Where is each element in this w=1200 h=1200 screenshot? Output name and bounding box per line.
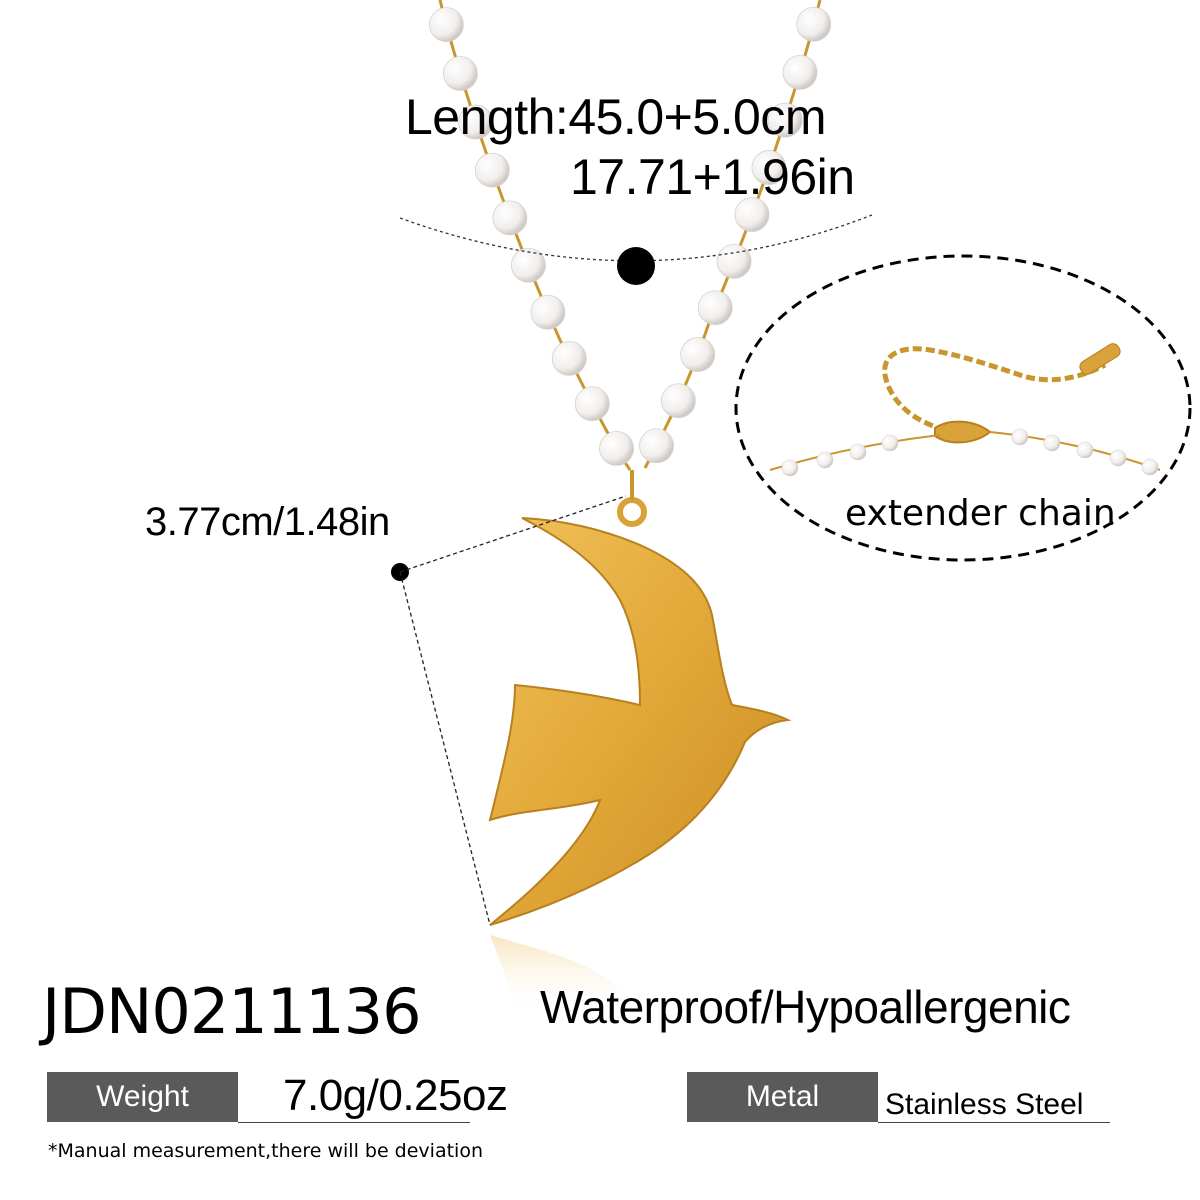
weight-label: Weight — [47, 1072, 238, 1122]
pearl-bead — [510, 247, 546, 283]
extender-pearl-bead — [849, 443, 867, 461]
pearl-bead — [551, 340, 587, 376]
pearl-bead — [428, 7, 464, 43]
extender-chain-illustration — [769, 343, 1161, 477]
pearl-bead — [639, 428, 674, 464]
pearl-bead — [697, 290, 733, 326]
pearl-bead — [767, 102, 803, 138]
pearl-chain — [428, 0, 832, 471]
pearl-bead — [716, 243, 752, 279]
metal-underline — [878, 1122, 1110, 1123]
length-marker-dot — [617, 247, 655, 285]
extender-pearl-bead — [816, 451, 834, 469]
pearl-bead — [660, 383, 696, 419]
size-guide-side — [399, 571, 491, 926]
extender-pearl-bead — [781, 459, 799, 477]
metal-label: Metal — [687, 1072, 878, 1122]
pearl-bead — [474, 152, 510, 188]
pearl-bead — [442, 56, 478, 91]
bird-pendant — [488, 517, 792, 926]
extender-pearl-bead — [1076, 441, 1094, 459]
pearl-bead — [751, 150, 787, 185]
bird-reflection — [490, 935, 620, 1015]
pearl-bead — [734, 197, 770, 233]
pearl-bead — [530, 294, 566, 330]
pearl-bead — [599, 431, 634, 466]
pearl-bead — [782, 54, 818, 90]
length-imperial: 17.71+1.96in — [570, 149, 855, 205]
pearl-bead — [492, 200, 528, 236]
pearl-bead — [680, 337, 716, 372]
pearl-bead — [796, 6, 832, 42]
pearl-bead — [574, 386, 610, 422]
pendant-size: 3.77cm/1.48in — [145, 500, 390, 544]
weight-underline — [238, 1122, 470, 1123]
metal-value: Stainless Steel — [885, 1088, 1084, 1121]
pearl-bead — [458, 104, 494, 140]
pendant-bail — [617, 497, 647, 527]
extender-pearl-bead — [1109, 449, 1127, 467]
length-arc — [399, 214, 873, 262]
extender-pearl-bead — [1011, 428, 1029, 446]
product-sku: JDN0211136 — [42, 975, 422, 1048]
length-metric: Length:45.0+5.0cm — [405, 89, 827, 145]
extender-pearl-bead — [1141, 458, 1159, 476]
size-guide-top — [399, 495, 627, 573]
weight-value: 7.0g/0.25oz — [283, 1071, 508, 1120]
extender-pearl-bead — [1043, 434, 1061, 452]
product-features: Waterproof/Hypoallergenic — [540, 981, 1071, 1033]
extender-label: extender chain — [845, 493, 1116, 534]
extender-callout-ellipse — [734, 254, 1192, 562]
extender-pearl-bead — [881, 434, 899, 452]
measurement-disclaimer: *Manual measurement,there will be deviat… — [48, 1140, 483, 1162]
